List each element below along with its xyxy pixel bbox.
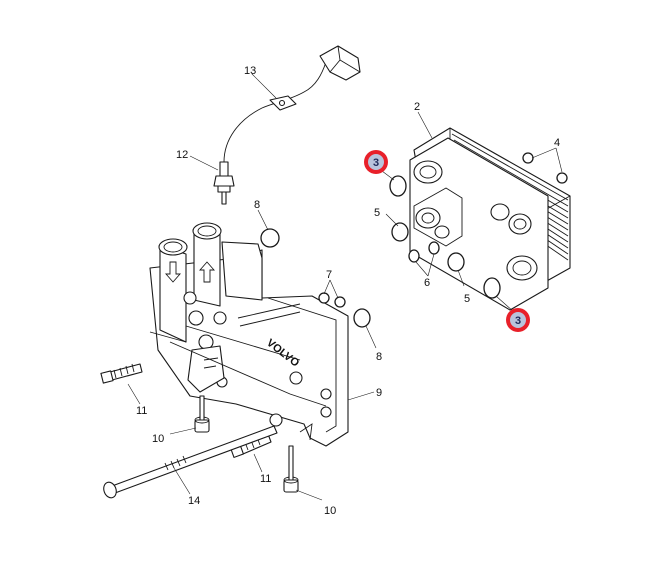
label-11: 11 — [136, 405, 147, 417]
label-4: 4 — [554, 137, 560, 149]
sensor-cable — [223, 61, 327, 163]
o-ring — [428, 241, 440, 255]
bolt-11-left — [100, 363, 143, 384]
label-14: 14 — [188, 495, 200, 507]
label-6: 6 — [424, 277, 430, 289]
label-10: 10 — [152, 433, 164, 445]
nut-10-left — [194, 395, 210, 433]
label-8: 8 — [254, 199, 260, 211]
label-12: 12 — [176, 149, 188, 161]
o-ring — [260, 228, 280, 248]
cable-clip — [269, 95, 297, 111]
oil-sensor — [213, 161, 235, 205]
label-9: 9 — [376, 387, 382, 399]
o-ring — [318, 292, 330, 304]
label-13: 13 — [244, 65, 256, 77]
nut-10-bottom — [283, 445, 299, 493]
label-5: 5 — [464, 293, 470, 305]
o-ring — [389, 175, 407, 197]
oil-cooler — [409, 127, 571, 311]
label-8: 8 — [376, 351, 382, 363]
label-2: 2 — [414, 101, 420, 113]
callout-3-label: 3 — [373, 157, 379, 169]
label-5: 5 — [374, 207, 380, 219]
cable-connector — [319, 45, 361, 81]
o-ring — [522, 152, 534, 164]
o-ring — [391, 222, 409, 242]
o-ring — [408, 249, 420, 263]
callout-3-upper[interactable]: 3 — [364, 150, 388, 174]
label-7: 7 — [326, 269, 332, 281]
o-ring — [334, 296, 346, 308]
bolt-14-long — [103, 425, 278, 499]
callout-3-label: 3 — [515, 315, 521, 327]
o-ring — [353, 308, 371, 328]
leader-lines — [127, 73, 563, 501]
o-ring — [483, 277, 501, 299]
label-11: 11 — [260, 473, 271, 485]
label-10: 10 — [324, 505, 336, 517]
filter-housing — [149, 222, 349, 447]
o-ring — [447, 252, 465, 272]
o-ring — [556, 172, 568, 184]
callout-3-lower[interactable]: 3 — [506, 308, 530, 332]
